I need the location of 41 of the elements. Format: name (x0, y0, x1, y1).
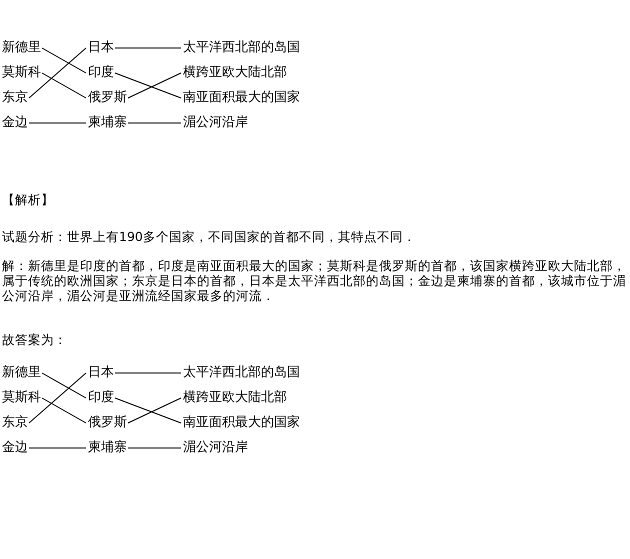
paragraph: 解：新德里是印度的首都，印度是南亚面积最大的国家；莫斯科是俄罗斯的首都，该国家横跨亚欧大陆北部，属于传统的欧洲国家；东京是日本的首都，日本是太平洋西北部的岛国；金边是柬埔寨的首都，该城市位于湄公河沿岸，湄公河是亚洲流经国家最多的河流． (2, 258, 627, 303)
feature-text: 南亚面积最大的国家 (183, 90, 300, 106)
capital-name: 东京 (2, 90, 28, 106)
matching-line (114, 72, 182, 98)
matching-line (42, 48, 86, 74)
capital-name: 新德里 (2, 365, 41, 381)
country-name: 日本 (88, 40, 114, 56)
matching-line (42, 72, 86, 98)
paragraph: 故答案为： (2, 332, 68, 347)
country-name: 印度 (88, 390, 114, 406)
matching-line (114, 372, 182, 374)
feature-text: 横跨亚欧大陆北部 (183, 65, 287, 81)
feature-text: 湄公河沿岸 (183, 440, 248, 456)
matching-line (128, 72, 182, 98)
country-name: 柬埔寨 (88, 440, 127, 456)
section-heading: 【解析】 (2, 192, 55, 207)
country-name: 印度 (88, 65, 114, 81)
country-name: 日本 (88, 365, 114, 381)
matching-line (28, 122, 86, 124)
feature-text: 太平洋西北部的岛国 (183, 40, 300, 56)
feature-text: 南亚面积最大的国家 (183, 415, 300, 431)
matching-line (42, 398, 86, 424)
matching-line (42, 372, 86, 398)
capital-name: 金边 (2, 115, 28, 131)
matching-line (128, 122, 182, 124)
country-name: 柬埔寨 (88, 115, 127, 131)
matching-line (28, 48, 86, 98)
matching-line (28, 372, 86, 424)
country-name: 俄罗斯 (88, 415, 127, 431)
capital-name: 莫斯科 (2, 65, 41, 81)
feature-text: 太平洋西北部的岛国 (183, 365, 300, 381)
capital-name: 莫斯科 (2, 390, 41, 406)
capital-name: 东京 (2, 415, 28, 431)
feature-text: 湄公河沿岸 (183, 115, 248, 131)
capital-name: 新德里 (2, 40, 41, 56)
matching-line (128, 398, 182, 424)
country-name: 俄罗斯 (88, 90, 127, 106)
paragraph: 试题分析：世界上有190多个国家，不同国家的首都不同，其特点不同． (2, 229, 417, 244)
capital-name: 金边 (2, 440, 28, 456)
matching-line (114, 398, 182, 424)
feature-text: 横跨亚欧大陆北部 (183, 390, 287, 406)
